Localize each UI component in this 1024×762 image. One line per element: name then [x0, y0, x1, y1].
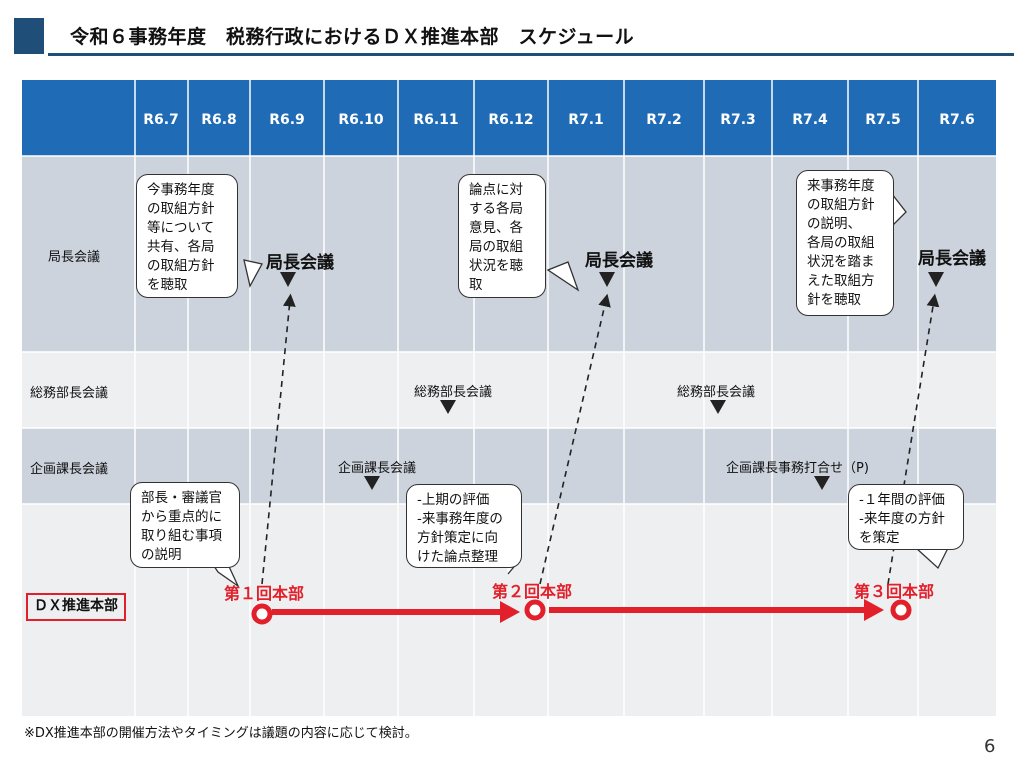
bubble-kyokucho-2: 論点に対 する各局 意見、各 局の取組 状況を聴 取 — [458, 174, 546, 298]
bubble-line: 状況を聴 — [469, 258, 523, 274]
bubble-line: -上期の評価 — [417, 492, 490, 508]
marker-kikaku-1 — [364, 476, 380, 490]
bubble-hq-1: 部長・審議官 から重点的に 取り組む事項 の説明 — [130, 482, 240, 568]
bubble-line: 論点に対 — [469, 182, 523, 198]
bubble-line: を聴取 — [147, 277, 188, 293]
bubble-line: 共有、各局 — [147, 239, 215, 255]
bubble-line: えた取組方 — [807, 273, 875, 289]
bubble-line: する各局 — [469, 201, 523, 217]
bubble-line: 部長・審議官 — [141, 490, 222, 506]
marker-kyokucho-3 — [928, 272, 944, 287]
title-underline — [48, 53, 1014, 56]
row-label-kyokucho: 局長会議 — [48, 250, 101, 265]
marker-somu-2 — [710, 400, 726, 414]
hq-label-3: 第３回本部 — [854, 582, 935, 601]
month-header-6: R6.12 — [488, 112, 534, 128]
bubble-line: 来事務年度 — [807, 178, 875, 194]
footnote: ※DX推進本部の開催方法やタイミングは議題の内容に応じて検討。 — [24, 726, 418, 741]
bubble-line: 各局の取組 — [807, 235, 875, 251]
bubble-line: 等について — [147, 220, 215, 236]
dx-timeline — [272, 607, 866, 615]
month-header-4: R6.10 — [338, 112, 384, 128]
page-number: 6 — [984, 736, 996, 757]
timeline-arrowheads — [500, 599, 884, 623]
marker-kikaku-2 — [814, 476, 830, 490]
marker-somu-1 — [440, 400, 456, 414]
header-row-bg — [22, 80, 996, 156]
bubble-hq-3: -１年間の評価 -来年度の方針 を策定 — [848, 484, 964, 550]
link-hq2-kyokucho — [539, 293, 611, 585]
hq-marker-3 — [890, 599, 912, 621]
month-header-1: R6.7 — [143, 112, 179, 128]
meeting-kyokucho-2: 局長会議 — [585, 251, 653, 271]
hq-label-2: 第２回本部 — [492, 582, 573, 601]
hq-marker-2 — [524, 599, 546, 621]
bubble-line: 取り組む事項 — [141, 528, 222, 544]
bubble-line: -１年間の評価 — [859, 492, 945, 508]
bubble-tails — [209, 193, 949, 588]
bubble-line: 取 — [469, 277, 483, 293]
bubble-line: の説明 — [141, 547, 182, 563]
bubble-line: 方針策定に向 — [417, 530, 498, 546]
bubble-line: 状況を踏ま — [807, 254, 875, 270]
row-label-kikaku: 企画課長会議 — [30, 462, 109, 477]
bubble-line: -来事務年度の — [417, 511, 503, 527]
month-header-7: R7.1 — [568, 112, 604, 128]
meeting-kikaku-2: 企画課長事務打合せ（P) — [726, 461, 869, 476]
page-header: 令和６事務年度 税務行政におけるＤＸ推進本部 スケジュール — [8, 16, 1014, 56]
title-accent-block — [14, 18, 44, 54]
month-header-9: R7.3 — [720, 112, 756, 128]
hq-markers — [251, 599, 912, 625]
bubble-line: 意見、各 — [469, 220, 523, 236]
bubble-line: から重点的に — [141, 509, 222, 525]
meeting-somu-2: 総務部長会議 — [677, 385, 756, 400]
month-header-8: R7.2 — [646, 112, 682, 128]
month-header-5: R6.11 — [413, 112, 459, 128]
bubble-line: の取組方針 — [807, 197, 875, 213]
month-header-10: R7.4 — [792, 112, 828, 128]
bubble-line: を策定 — [859, 530, 900, 546]
bubble-line: 針を聴取 — [807, 292, 861, 308]
bubble-line: の説明、 — [807, 216, 861, 232]
month-header-3: R6.9 — [269, 112, 305, 128]
hq-label-1: 第１回本部 — [224, 584, 305, 603]
bubble-line: 局の取組 — [469, 239, 523, 255]
bubble-line: 今事務年度 — [147, 182, 215, 198]
page-title: 令和６事務年度 税務行政におけるＤＸ推進本部 スケジュール — [70, 26, 635, 48]
row-label-dx: ＤＸ推進本部 — [26, 593, 126, 621]
month-header-11: R7.5 — [865, 112, 901, 128]
meeting-kyokucho-1: 局長会議 — [266, 253, 334, 273]
marker-kyokucho-1 — [280, 272, 296, 287]
bubble-line: けた論点整理 — [417, 549, 498, 565]
row-somu-bg — [22, 352, 996, 428]
hq-marker-1 — [251, 603, 273, 625]
link-hq1-kyokucho — [261, 293, 296, 585]
month-header-12: R7.6 — [939, 112, 975, 128]
bubble-hq-2: -上期の評価 -来事務年度の 方針策定に向 けた論点整理 — [406, 484, 522, 568]
meeting-somu-1: 総務部長会議 — [414, 385, 493, 400]
meeting-kyokucho-3: 局長会議 — [918, 249, 986, 269]
bubble-line: の取組方針 — [147, 201, 215, 217]
bubble-kyokucho-1: 今事務年度 の取組方針 等について 共有、各局 の取組方針 を聴取 — [136, 174, 238, 298]
bubble-line: -来年度の方針 — [859, 511, 945, 527]
month-header-2: R6.8 — [201, 112, 237, 128]
bubble-line: の取組方針 — [147, 258, 215, 274]
meeting-markers — [280, 272, 944, 490]
meeting-kikaku-1: 企画課長会議 — [338, 461, 417, 476]
marker-kyokucho-2 — [599, 272, 615, 287]
bubble-kyokucho-3: 来事務年度 の取組方針 の説明、 各局の取組 状況を踏ま えた取組方 針を聴取 — [796, 170, 894, 316]
row-label-somu: 総務部長会議 — [30, 386, 109, 401]
